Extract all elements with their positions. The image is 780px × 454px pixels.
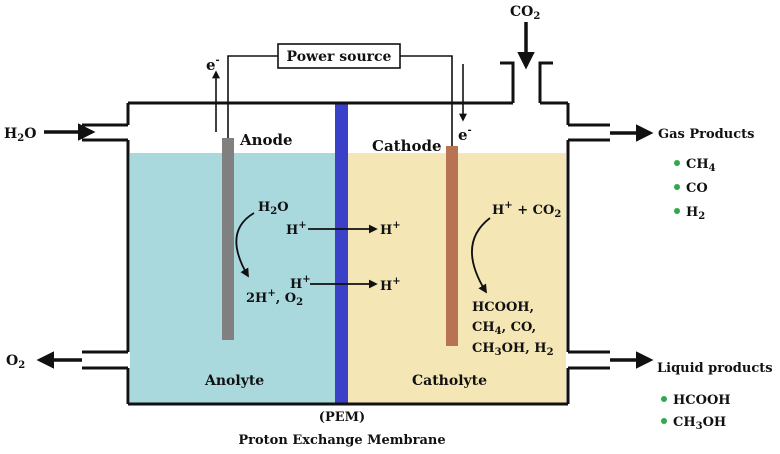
anode-rod <box>222 138 234 340</box>
o2-outlet-label: O2 <box>6 353 25 371</box>
liquid-products-title: Liquid products <box>657 361 773 376</box>
anolyte-region <box>130 153 342 403</box>
proton-right-bottom: H+ <box>380 276 401 294</box>
list-bullet <box>661 418 667 424</box>
electron-right-label: e- <box>458 125 472 144</box>
list-bullet <box>674 184 680 190</box>
power-source-label: Power source <box>287 49 392 65</box>
liquid-product-item: HCOOH <box>673 393 731 408</box>
anode-label: Anode <box>239 131 293 149</box>
anolyte-label: Anolyte <box>204 373 264 389</box>
anode-reaction-arrow <box>235 212 255 278</box>
list-bullet <box>674 208 680 214</box>
anode-reactant: H2O <box>258 200 289 217</box>
gas-product-item: CH4 <box>686 157 716 174</box>
proton-exchange-membrane <box>335 103 348 403</box>
gas-products-title: Gas Products <box>658 127 754 142</box>
co2-inlet-label: CO2 <box>510 4 540 22</box>
power-source-box <box>277 43 401 69</box>
electron-left-label: e- <box>206 55 220 74</box>
cathode-products-line1: HCOOH, <box>472 300 534 315</box>
liquid-product-item: CH3OH <box>673 415 726 432</box>
cathode-products-line3: CH3OH, H2 <box>472 341 554 358</box>
gas-product-item: CO <box>686 181 708 196</box>
gas-product-item: H2 <box>686 205 705 222</box>
cathode-reactant: H+ + CO2 <box>492 200 561 220</box>
pem-full-label: Proton Exchange Membrane <box>238 433 445 448</box>
cathode-label: Cathode <box>372 137 442 155</box>
liquid-products-list: HCOOH CH3OH <box>661 393 731 432</box>
proton-left-bottom: H+ <box>290 274 311 292</box>
cathode-products-line2: CH4, CO, <box>472 320 536 337</box>
list-bullet <box>661 396 667 402</box>
cathode-rod <box>446 146 458 346</box>
circuit-wires <box>227 55 453 146</box>
h2o-inlet-label: H2O <box>4 126 36 144</box>
proton-left-top: H+ <box>286 220 307 238</box>
gas-products-list: CH4 CO H2 <box>674 157 716 222</box>
cathode-reaction-arrow <box>471 217 491 294</box>
anode-products: 2H+, O2 <box>246 288 303 308</box>
catholyte-label: Catholyte <box>412 373 487 389</box>
list-bullet <box>674 160 680 166</box>
proton-right-top: H+ <box>380 220 401 238</box>
pem-short-label: (PEM) <box>319 410 365 425</box>
